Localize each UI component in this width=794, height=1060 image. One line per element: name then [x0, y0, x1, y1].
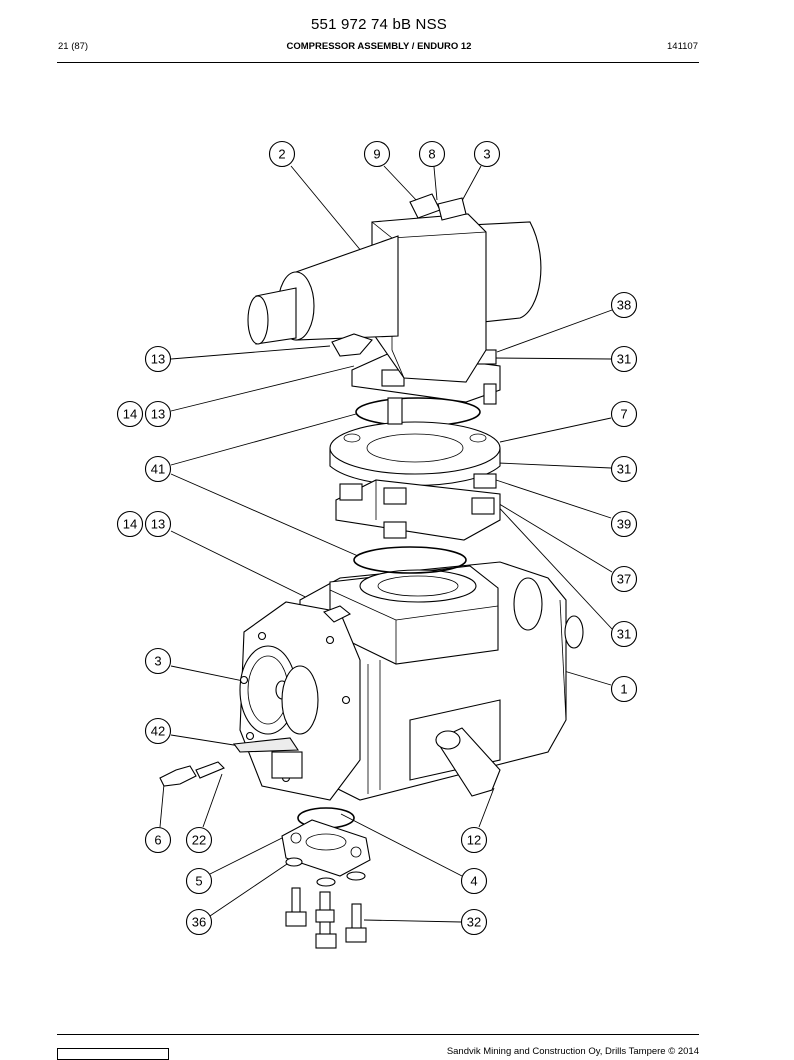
callout-2: 2: [268, 140, 296, 168]
callout-36: 36: [185, 908, 213, 936]
svg-text:14: 14: [123, 407, 137, 422]
svg-text:9: 9: [373, 147, 380, 162]
callout-14-lower: 14: [116, 510, 144, 538]
nipple: [159, 765, 197, 787]
callout-41: 41: [144, 455, 172, 483]
hose-fitting: [435, 727, 501, 797]
callout-32: 32: [460, 908, 488, 936]
svg-text:1: 1: [620, 682, 627, 697]
spacer-block: [335, 473, 501, 541]
callout-6: 6: [144, 826, 172, 854]
callout-22: 22: [185, 826, 213, 854]
callout-31-middle: 31: [610, 455, 638, 483]
o-ring-lower: [353, 546, 467, 574]
svg-text:38: 38: [617, 298, 631, 313]
footer-rule: [57, 1034, 699, 1035]
sandvik-logo: [57, 1048, 169, 1060]
svg-text:32: 32: [467, 915, 481, 930]
compressor-housing: [299, 561, 584, 801]
svg-text:13: 13: [151, 407, 165, 422]
callout-42: 42: [144, 717, 172, 745]
svg-text:13: 13: [151, 517, 165, 532]
svg-text:2: 2: [278, 147, 285, 162]
callout-4: 4: [460, 867, 488, 895]
callout-37: 37: [610, 565, 638, 593]
drain-valve-body: [271, 751, 303, 779]
callout-13-middle: 13: [144, 400, 172, 428]
callout-39: 39: [610, 510, 638, 538]
svg-text:3: 3: [483, 147, 490, 162]
plug: [195, 761, 225, 779]
svg-text:31: 31: [617, 627, 631, 642]
callout-31-lower: 31: [610, 620, 638, 648]
svg-text:8: 8: [428, 147, 435, 162]
callout-14-upper: 14: [116, 400, 144, 428]
callout-13-upper: 13: [144, 345, 172, 373]
page-number: 21 (87): [58, 41, 89, 52]
svg-text:42: 42: [151, 724, 165, 739]
bottom-flange: [281, 819, 371, 877]
inlet-valve-assembly: [247, 213, 542, 383]
callout-3-upper: 3: [473, 140, 501, 168]
svg-text:7: 7: [620, 407, 627, 422]
callout-7: 7: [610, 400, 638, 428]
callout-12: 12: [460, 826, 488, 854]
footer-copyright: Sandvik Mining and Construction Oy, Dril…: [446, 1046, 699, 1057]
svg-text:37: 37: [617, 572, 631, 587]
svg-text:3: 3: [154, 654, 161, 669]
svg-text:31: 31: [617, 462, 631, 477]
svg-text:22: 22: [192, 833, 206, 848]
document-number: 551 972 74 bB NSS: [311, 16, 447, 33]
drain-valve-handle: [232, 737, 300, 753]
callout-9: 9: [363, 140, 391, 168]
callout-8: 8: [418, 140, 446, 168]
svg-text:41: 41: [151, 462, 165, 477]
callout-13-lower: 13: [144, 510, 172, 538]
callout-3-lower: 3: [144, 647, 172, 675]
callout-38: 38: [610, 291, 638, 319]
svg-text:4: 4: [470, 874, 477, 889]
svg-text:13: 13: [151, 352, 165, 367]
svg-text:39: 39: [617, 517, 631, 532]
svg-text:14: 14: [123, 517, 137, 532]
leader-lines: [159, 165, 613, 923]
adapter-flange: [329, 421, 501, 487]
page-title: COMPRESSOR ASSEMBLY / ENDURO 12: [286, 41, 472, 52]
side-fitting-lower: [323, 605, 352, 623]
header-rule: [57, 62, 699, 63]
upper-fittings: [409, 193, 467, 221]
svg-text:5: 5: [195, 874, 202, 889]
svg-text:12: 12: [467, 833, 481, 848]
callout-31-upper: 31: [610, 345, 638, 373]
svg-text:36: 36: [192, 915, 206, 930]
callout-5: 5: [185, 867, 213, 895]
svg-text:6: 6: [154, 833, 161, 848]
document-date: 141107: [667, 41, 698, 52]
washers-and-bolts: [285, 857, 367, 949]
callout-1: 1: [610, 675, 638, 703]
svg-text:31: 31: [617, 352, 631, 367]
